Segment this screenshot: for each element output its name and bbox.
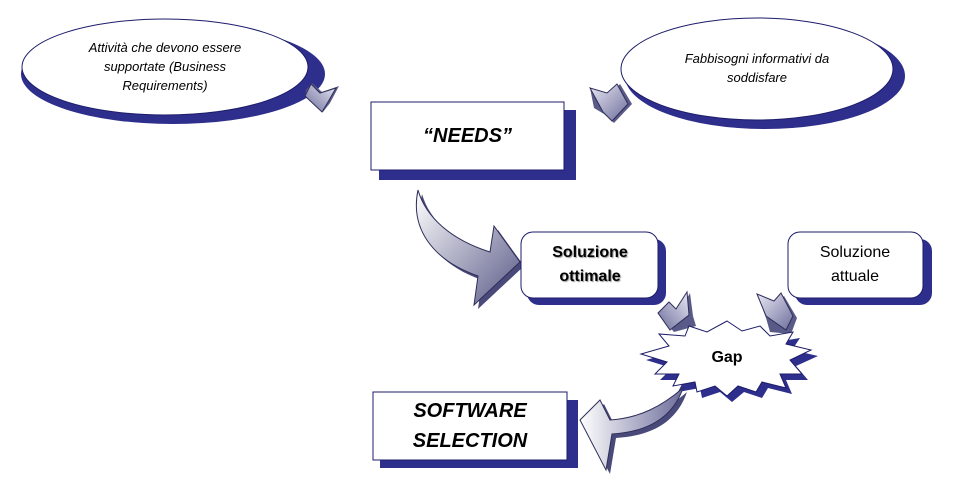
gap-starburst [639,320,818,402]
current-solution-label: Soluzione attuale [819,244,891,285]
gap-label: Gap [711,349,743,366]
ellipse-information-needs [620,17,905,129]
box-current-solution [787,231,932,305]
software-selection-box [372,391,578,468]
ellipse-business-requirements-text: Attività che devono essere supportate (B… [88,39,242,93]
needs-label: “NEEDS” [423,124,512,147]
curved-arrow-needs-to-optimal [415,189,524,309]
optimal-solution-label: Soluzione ottimale [552,244,628,285]
box-optimal-solution [520,231,666,305]
arrow-optimal-to-gap [657,290,696,332]
needs-box [370,101,576,180]
arrow-right-to-needs [588,83,632,123]
ellipse-business-requirements [21,18,325,124]
arrow-current-to-gap [756,292,797,334]
software-selection-label: SOFTWARE SELECTION [412,400,528,452]
curved-arrow-gap-to-software [579,386,687,474]
arrow-left-to-needs [304,83,339,113]
ellipse-information-needs-text: Fabbisogni informativi da soddisfare [684,51,830,85]
